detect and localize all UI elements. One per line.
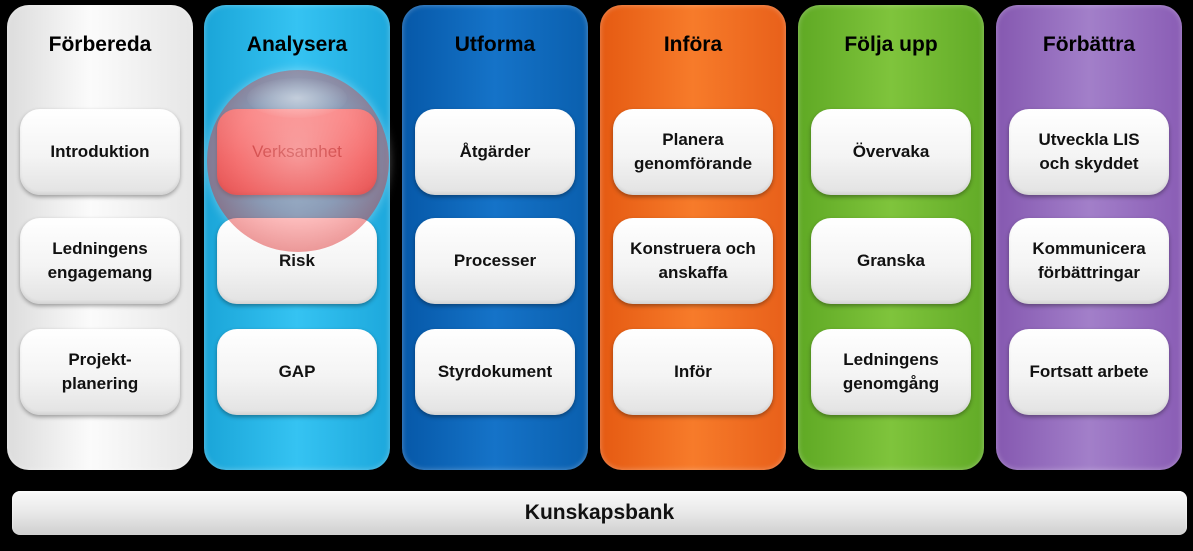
step-projektplanering[interactable]: Projekt- planering bbox=[20, 329, 180, 415]
step-utveckla-lis[interactable]: Utveckla LIS och skyddet bbox=[1009, 109, 1169, 195]
column-title: Följa upp bbox=[844, 33, 938, 56]
step-konstruera-och-anskaffa[interactable]: Konstruera och anskaffa bbox=[613, 218, 773, 304]
column-folja-upp: Följa upp Övervaka Granska Ledningens ge… bbox=[798, 5, 984, 470]
step-kommunicera-forbattringar[interactable]: Kommunicera förbättringar bbox=[1009, 218, 1169, 304]
step-granska[interactable]: Granska bbox=[811, 218, 971, 304]
step-overvaka[interactable]: Övervaka bbox=[811, 109, 971, 195]
column-title: Införa bbox=[663, 33, 723, 56]
step-processer[interactable]: Processer bbox=[415, 218, 575, 304]
column-forbattra: Förbättra Utveckla LIS och skyddet Kommu… bbox=[996, 5, 1182, 470]
column-infora: Införa Planera genomförande Konstruera o… bbox=[600, 5, 786, 470]
step-infor[interactable]: Inför bbox=[613, 329, 773, 415]
column-forbereda: Förbereda Introduktion Ledningens engage… bbox=[7, 5, 193, 470]
step-styrdokument[interactable]: Styrdokument bbox=[415, 329, 575, 415]
step-gap[interactable]: GAP bbox=[217, 329, 377, 415]
column-title: Utforma bbox=[454, 33, 536, 56]
step-planera-genomforande[interactable]: Planera genomförande bbox=[613, 109, 773, 195]
step-introduktion[interactable]: Introduktion bbox=[20, 109, 180, 195]
step-atgarder[interactable]: Åtgärder bbox=[415, 109, 575, 195]
step-ledningens-genomgang[interactable]: Ledningens genomgång bbox=[811, 329, 971, 415]
column-analysera: Analysera Verksamhet Risk GAP bbox=[204, 5, 390, 470]
step-verksamhet[interactable]: Verksamhet bbox=[217, 109, 377, 195]
column-title: Analysera bbox=[246, 33, 348, 56]
column-title: Förbereda bbox=[48, 33, 152, 56]
step-risk[interactable]: Risk bbox=[217, 218, 377, 304]
step-ledningens-engagemang[interactable]: Ledningens engagemang bbox=[20, 218, 180, 304]
column-title: Förbättra bbox=[1042, 33, 1136, 56]
step-fortsatt-arbete[interactable]: Fortsatt arbete bbox=[1009, 329, 1169, 415]
knowledge-bank-bar[interactable]: Kunskapsbank bbox=[12, 491, 1187, 535]
column-utforma: Utforma Åtgärder Processer Styrdokument bbox=[402, 5, 588, 470]
